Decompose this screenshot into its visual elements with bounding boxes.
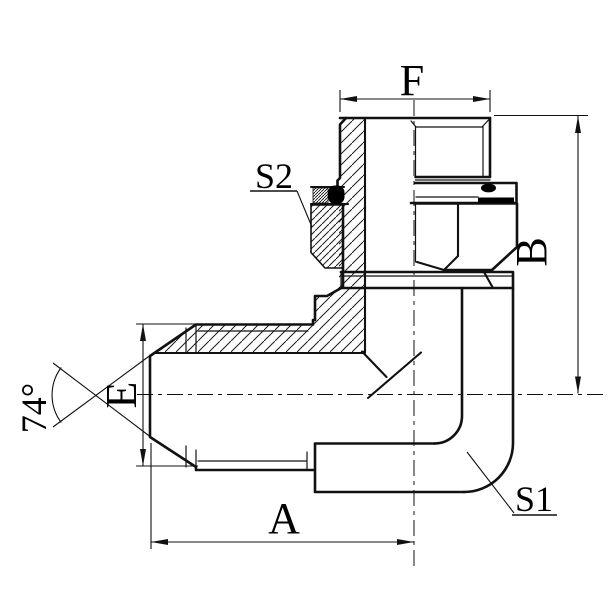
- thread-details: [185, 118, 514, 471]
- a-arrow-right: [397, 539, 414, 545]
- b-arrow-bottom: [575, 376, 581, 394]
- e-arrow-bottom: [140, 449, 146, 466]
- locknut-section-hatch: [310, 204, 344, 269]
- section-hatching: [150, 118, 365, 356]
- dimension-labels: F B E A 74° S1 S2: [14, 56, 556, 543]
- cone-angle-line-upper: [52, 355, 151, 428]
- stud-right-profile: [414, 116, 492, 179]
- stud-chamfer-right: [481, 118, 490, 128]
- body-section-hatch: [150, 118, 365, 356]
- dimension-arrowheads: [140, 96, 581, 545]
- f-arrow-left: [340, 96, 357, 102]
- b-arrow-top: [575, 116, 581, 133]
- f-arrow-right: [473, 96, 490, 102]
- cone-angle-arc: [51, 367, 62, 423]
- o-ring-seal-left: [328, 185, 345, 204]
- o-ring-seal-right-top: [481, 183, 496, 193]
- inner-edges: [152, 116, 495, 400]
- s1-leader-line: [466, 451, 515, 514]
- washer-section-hatch: [312, 187, 329, 204]
- elbow-inner-curve: [433, 286, 464, 445]
- label-B: B: [507, 237, 556, 266]
- dimension-lines: [51, 90, 588, 549]
- lower-washer-bevel: [482, 270, 495, 290]
- label-E: E: [97, 382, 146, 409]
- locknut-right-profile: [414, 202, 519, 272]
- nut-bottom-vee: [415, 254, 460, 272]
- elbow-outer-curve: [462, 286, 515, 494]
- bore-corner-chamfer: [360, 350, 388, 379]
- label-S2: S2: [255, 156, 293, 196]
- label-F: F: [400, 56, 424, 105]
- hex-bottom-profile: [313, 442, 466, 494]
- stud-chamfer-left: [410, 120, 417, 128]
- label-S1: S1: [515, 479, 553, 519]
- seal-strip-right: [478, 197, 514, 203]
- seals: [328, 183, 514, 204]
- e-arrow-top: [140, 324, 146, 341]
- left-wall-profile: [336, 116, 348, 188]
- s2-leader-line: [296, 190, 313, 228]
- label-cone-angle: 74°: [14, 383, 54, 433]
- bore-transition-diagonal: [366, 351, 423, 400]
- a-arrow-left: [151, 539, 168, 545]
- label-A: A: [268, 494, 300, 543]
- cone-angle-line-lower: [52, 362, 151, 437]
